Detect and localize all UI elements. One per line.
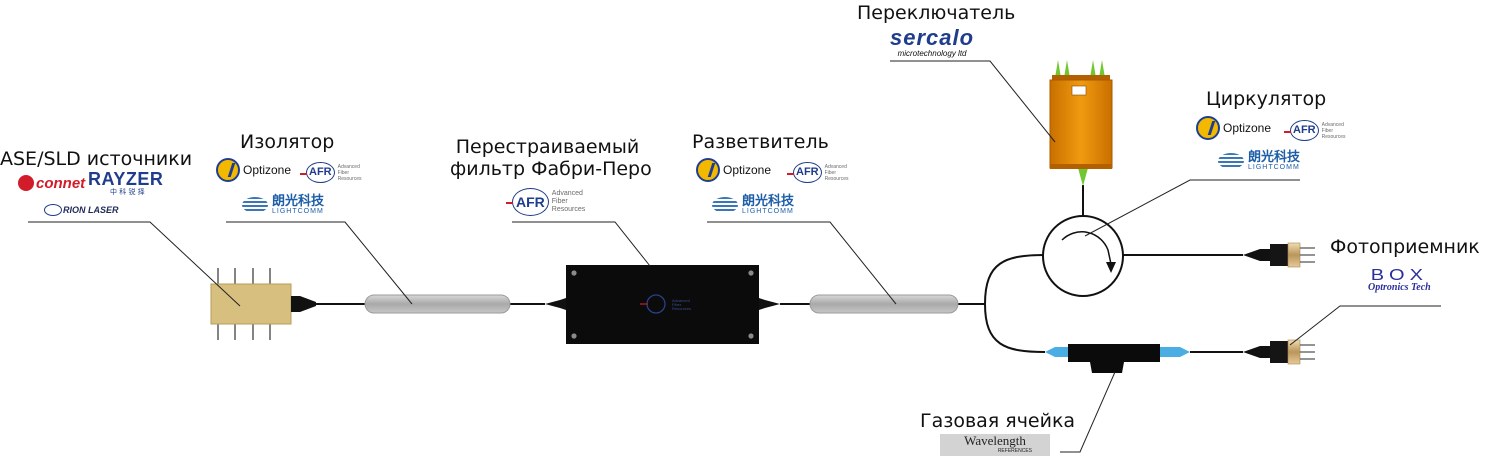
label-filter-line2: фильтр Фабри-Перо xyxy=(450,158,652,180)
afr-mark: AFR xyxy=(300,162,335,183)
optizone-icon xyxy=(1196,116,1220,140)
lightcomm-en: LIGHTCOMM xyxy=(1248,164,1300,171)
optizone-text: Optizone xyxy=(1223,121,1272,135)
afr-mark: AFR xyxy=(1284,120,1319,141)
rayzer-logo: RAYZER 中 科 锐 择 xyxy=(88,170,163,196)
lightcomm-globe-icon xyxy=(1218,153,1244,169)
afr-sub: Advanced Fiber Resources xyxy=(1321,121,1346,140)
switch-module xyxy=(1049,60,1113,186)
box-sub: Optronics Tech xyxy=(1368,282,1431,293)
label-source: ASE/SLD источники xyxy=(0,148,193,170)
lightcomm-cn: 朗光科技 xyxy=(742,194,795,209)
rayzer-text: RAYZER xyxy=(88,169,164,189)
splitter-module xyxy=(809,294,959,314)
label-gas-cell: Газовая ячейка xyxy=(920,410,1076,432)
wavelength-text: Wavelength xyxy=(964,433,1026,448)
afr-sub-filter-body: Advanced Fiber Resources xyxy=(672,298,692,311)
connet-text: connet xyxy=(36,174,86,192)
lightcomm-cn: 朗光科技 xyxy=(1248,150,1301,165)
label-splitter: Разветвитель xyxy=(692,131,829,153)
orion-text: RION LASER xyxy=(63,204,119,215)
optizone-icon xyxy=(216,158,240,182)
orion-logo: RION LASER xyxy=(44,204,119,216)
optizone-text: Optizone xyxy=(243,163,292,177)
label-filter-line1: Перестраиваемый xyxy=(455,136,640,158)
source-module xyxy=(210,268,316,340)
connet-icon xyxy=(18,175,34,191)
lightcomm-en: LIGHTCOMM xyxy=(742,208,794,215)
lightcomm-en: LIGHTCOMM xyxy=(272,208,324,215)
lightcomm-globe-icon xyxy=(242,197,268,213)
isolator-module xyxy=(364,294,511,314)
afr-mark: AFR xyxy=(787,162,822,183)
afr-sub: Advanced Fiber Resources xyxy=(551,190,586,213)
box-text: BOX xyxy=(1370,266,1428,284)
orion-icon xyxy=(44,204,62,216)
label-isolator: Изолятор xyxy=(240,131,335,153)
optizone-text: Optizone xyxy=(723,163,772,177)
gas-cell-module xyxy=(1045,344,1190,373)
afr-logo-splitter: AFR Advanced Fiber Resources xyxy=(787,162,849,183)
lightcomm-logo-circulator: 朗光科技 LIGHTCOMM xyxy=(1218,151,1300,171)
sercalo-sub: microtechnology ltd xyxy=(897,49,967,58)
afr-mark: AFR xyxy=(506,188,549,216)
lightcomm-globe-icon xyxy=(712,197,738,213)
afr-sub: Advanced Fiber Resources xyxy=(824,163,849,182)
afr-sub: Advanced Fiber Resources xyxy=(337,163,362,182)
label-switch: Переключатель xyxy=(857,2,1016,24)
optizone-logo-circulator: Optizone xyxy=(1196,116,1271,140)
label-circulator: Циркулятор xyxy=(1206,88,1327,110)
sercalo-text: sercalo xyxy=(890,25,975,50)
filter-module xyxy=(545,265,780,344)
photodetector-bottom xyxy=(1243,339,1315,365)
label-photodetector: Фотоприемник xyxy=(1330,236,1480,258)
photodetector-top xyxy=(1243,242,1315,268)
wavelength-logo: Wavelength REFERENCES xyxy=(940,434,1050,456)
leader-lines xyxy=(28,60,1441,453)
lightcomm-logo-splitter: 朗光科技 LIGHTCOMM xyxy=(712,195,794,215)
wavelength-sub: REFERENCES xyxy=(997,448,1032,454)
circulator-module xyxy=(1042,215,1124,297)
optizone-logo-isolator: Optizone xyxy=(216,158,291,182)
sercalo-logo: sercalo microtechnology ltd xyxy=(890,27,974,58)
box-logo: BOX Optronics Tech xyxy=(1368,265,1431,293)
optizone-logo-splitter: Optizone xyxy=(696,158,771,182)
rayzer-cn: 中 科 锐 择 xyxy=(110,188,145,196)
afr-logo-isolator: AFR Advanced Fiber Resources xyxy=(300,162,362,183)
lightcomm-logo-isolator: 朗光科技 LIGHTCOMM xyxy=(242,195,324,215)
afr-logo-circulator: AFR Advanced Fiber Resources xyxy=(1284,120,1346,141)
afr-logo-filter: AFR Advanced Fiber Resources xyxy=(506,188,586,216)
optizone-icon xyxy=(696,158,720,182)
fiber-lines xyxy=(316,185,1243,353)
connet-logo: connet xyxy=(18,175,85,191)
lightcomm-cn: 朗光科技 xyxy=(272,194,325,209)
